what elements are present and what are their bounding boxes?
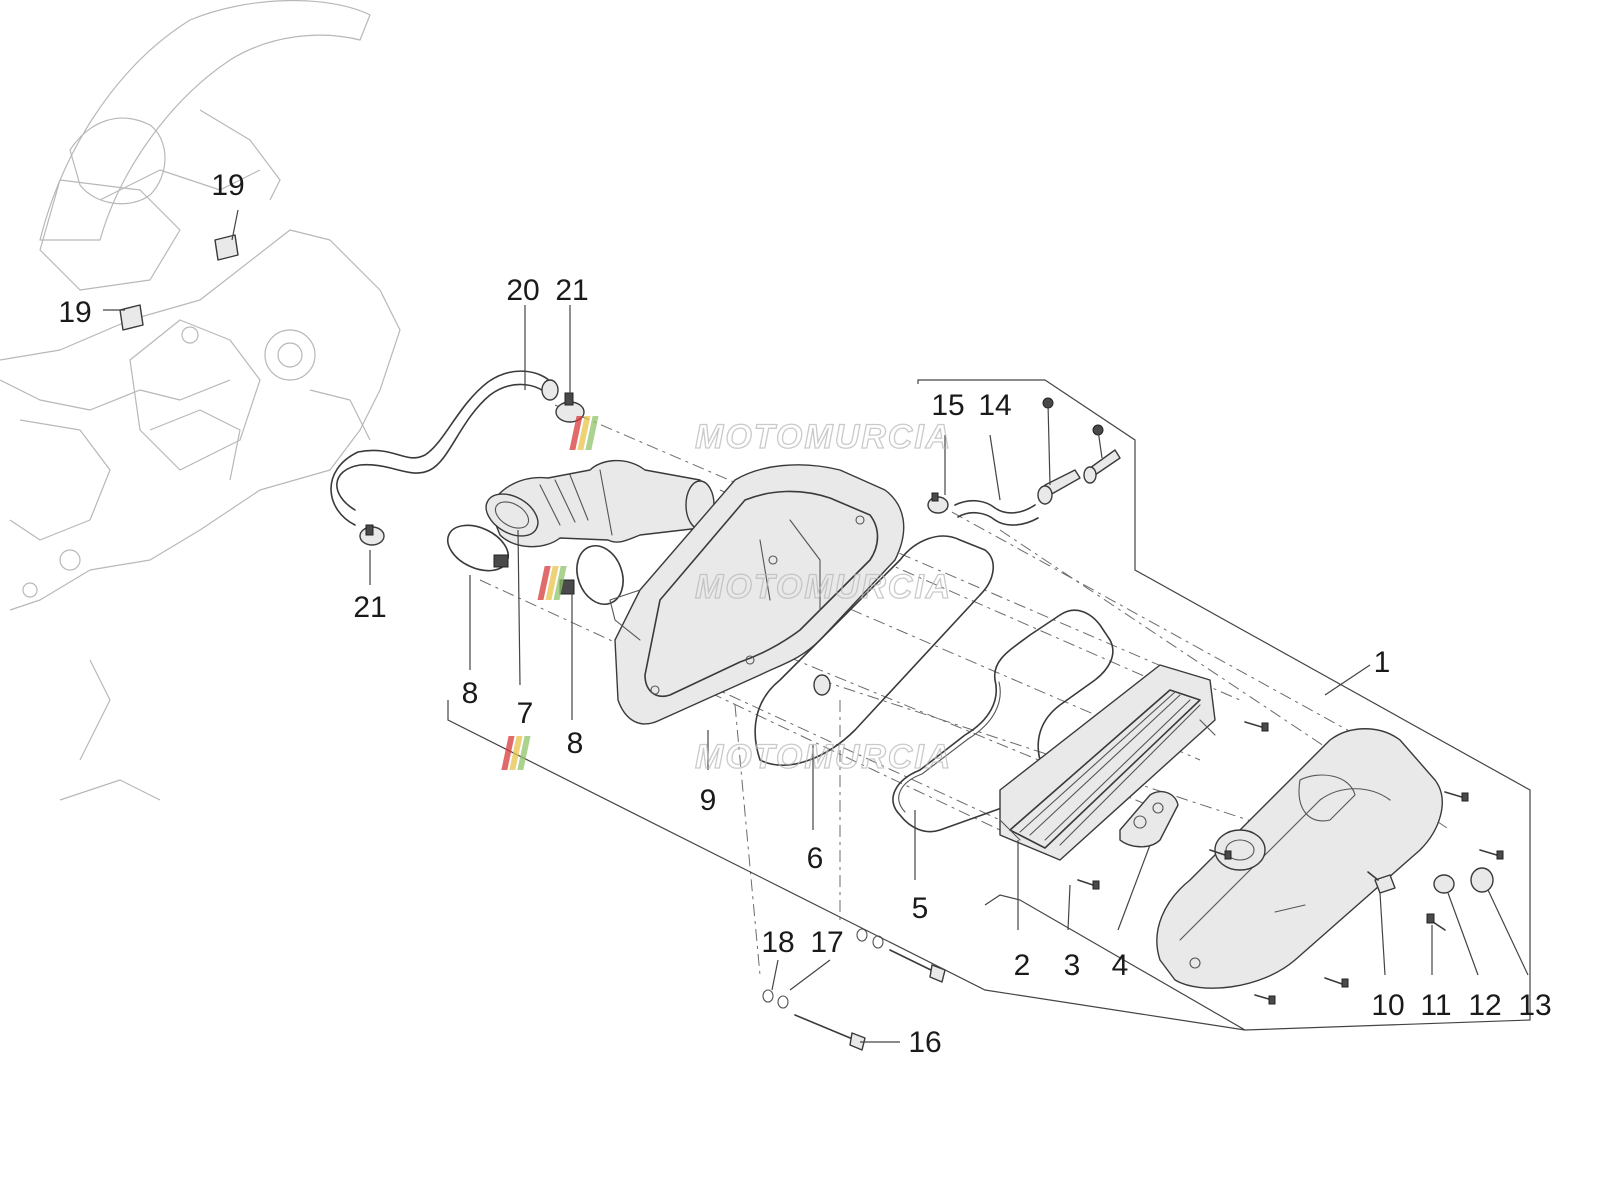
callout-7: 7 (517, 697, 534, 730)
screw (1444, 791, 1469, 802)
breather-clamp (927, 492, 949, 514)
callout-15: 15 (931, 389, 964, 422)
callout-4: 4 (1112, 949, 1129, 982)
leader-lines (103, 209, 1529, 1043)
bracket-nut (119, 304, 144, 331)
callout-6: 6 (807, 842, 824, 875)
watermark-text: MOTOMURCIA (695, 738, 952, 776)
washer (762, 989, 789, 1009)
drain-clamp (1433, 874, 1455, 894)
callout-10: 10 (1371, 989, 1404, 1022)
watermark-stripe (585, 416, 599, 450)
motomurcia-watermark: MOTOMURCIA (501, 736, 952, 777)
callout-3: 3 (1064, 949, 1081, 982)
watermark-stripe (517, 736, 531, 770)
callout-11: 11 (1420, 989, 1451, 1022)
callout-2: 2 (1014, 949, 1031, 982)
watermark-stripe (577, 416, 591, 450)
callout-19-upper: 19 (211, 169, 244, 202)
watermark-stripe (509, 736, 523, 770)
sleeve-clamp-inner (559, 545, 624, 605)
screw (1426, 913, 1446, 931)
sleeve-clamp-outer (446, 524, 510, 572)
blow-by-hose (330, 370, 559, 526)
hose-clamp-lower (359, 524, 385, 546)
intake-sleeve (485, 459, 715, 548)
breather-hose (954, 499, 1039, 526)
breather-fittings (1037, 397, 1121, 505)
callout-13: 13 (1518, 989, 1551, 1022)
watermark-layer: MOTOMURCIA MOTOMURCIA MOTOMURCIA (501, 416, 952, 777)
callout-8-outer: 8 (462, 677, 479, 710)
engine-crankcase-outline (0, 0, 401, 801)
drain-bolt (1367, 871, 1396, 894)
screw (1324, 977, 1349, 988)
callout-12: 12 (1468, 989, 1501, 1022)
callout-21-lower: 21 (353, 591, 386, 624)
callout-20: 20 (506, 274, 539, 307)
callout-14: 14 (978, 389, 1011, 422)
part-number-callouts: 1 2 3 4 5 6 7 8 8 9 10 11 12 13 14 15 16… (58, 169, 1551, 1059)
callout-19-lower: 19 (58, 296, 91, 329)
callout-16: 16 (908, 1026, 941, 1059)
callout-17: 17 (810, 926, 843, 959)
filter-element (999, 664, 1216, 861)
screw (1244, 721, 1269, 732)
watermark-text: MOTOMURCIA (695, 418, 952, 456)
screws-and-fasteners (119, 234, 1504, 1051)
air-box-body (609, 464, 905, 725)
assembly-brackets (447, 379, 1531, 1031)
long-bolt-lower (794, 1014, 866, 1051)
watermark-stripe (537, 566, 551, 600)
callout-1: 1 (1374, 646, 1391, 679)
screw (1254, 994, 1276, 1005)
air-box-seal (754, 535, 994, 766)
drain-cap (1470, 867, 1494, 893)
watermark-stripe (553, 566, 567, 600)
bracket-nut (214, 234, 239, 261)
callout-21-upper: 21 (555, 274, 588, 307)
callout-18: 18 (761, 926, 794, 959)
long-bolt-upper (889, 949, 946, 983)
grommet (1119, 790, 1179, 848)
air-box-cover (1156, 728, 1443, 989)
callout-8-inner: 8 (567, 727, 584, 760)
motomurcia-watermark: MOTOMURCIA (569, 416, 952, 457)
watermark-stripe (545, 566, 559, 600)
watermark-stripe (501, 736, 515, 770)
callout-5: 5 (912, 892, 929, 925)
screw (1209, 849, 1232, 860)
screw (1479, 849, 1504, 860)
watermark-stripe (569, 416, 583, 450)
spacer (813, 674, 831, 696)
callout-9: 9 (700, 784, 717, 817)
watermark-text: MOTOMURCIA (695, 568, 952, 606)
motomurcia-watermark: MOTOMURCIA (537, 566, 952, 607)
screw (1077, 879, 1100, 890)
